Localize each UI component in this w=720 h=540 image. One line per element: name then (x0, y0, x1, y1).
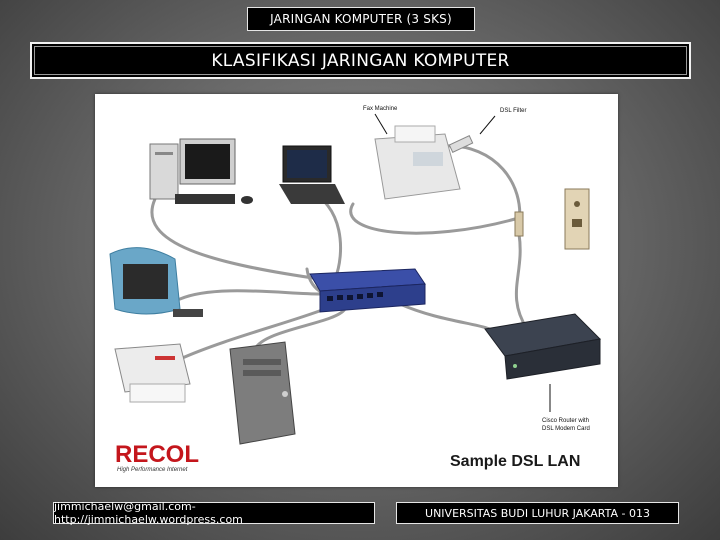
desktop-pc-icon (149, 138, 253, 204)
recol-logo: RECOL High Performance Internet (115, 441, 199, 473)
network-diagram: Fax Machine DSL Filter Cisco Router with… (95, 94, 618, 487)
switch-port (337, 295, 343, 300)
switch-ports (327, 292, 383, 301)
brand-tagline: High Performance Internet (117, 467, 188, 473)
printer-tray (129, 383, 186, 403)
course-label: JARINGAN KOMPUTER (3 SKS) (247, 7, 475, 31)
cable-switch-router (398, 302, 497, 336)
fax-label: Fax Machine (363, 106, 398, 112)
server-body (229, 341, 296, 445)
slide-title: KLASIFIKASI JARINGAN KOMPUTER (211, 50, 510, 71)
imac-screen (123, 264, 168, 299)
label-arrows (374, 113, 551, 412)
fax-arrow (374, 113, 388, 135)
switch-port (377, 292, 383, 297)
laptop-icon (279, 145, 345, 204)
laptop-screen (287, 150, 327, 178)
fax-body (374, 133, 461, 200)
splitter (514, 211, 524, 237)
network-switch-icon (309, 268, 426, 313)
switch-port (347, 295, 353, 300)
cable-imac-switch (178, 289, 322, 301)
imac-icon (109, 247, 203, 317)
footer-institution: UNIVERSITAS BUDI LUHUR JAKARTA - 013 (396, 502, 679, 524)
server-power (282, 391, 288, 397)
server-bay (243, 359, 281, 365)
cisco-router-icon (484, 313, 602, 380)
brand-name: RECOL (115, 441, 199, 468)
pc-mouse (241, 196, 253, 204)
wall-screw-top (574, 201, 580, 207)
dsl-filter-body (448, 135, 474, 153)
printer-icon (114, 343, 191, 403)
cable-tower-switch (253, 307, 347, 351)
switch-port (357, 294, 363, 299)
server-tower-icon (229, 341, 296, 445)
wall-jack-icon (514, 188, 590, 250)
router-label-line2: DSL Modem Card (542, 426, 590, 432)
router-led (513, 364, 517, 368)
switch-port (367, 293, 373, 298)
switch-port (327, 296, 333, 301)
cable-fax-jack (349, 202, 517, 235)
dsl-filter-label: DSL Filter (500, 108, 526, 114)
pc-keyboard (175, 194, 235, 204)
cable-printer-switch (178, 307, 327, 361)
cable-jack-router (514, 232, 529, 331)
fax-paper (394, 125, 436, 143)
wall-socket (572, 219, 582, 227)
cable-pc-switch (150, 197, 322, 281)
slide-title-box: KLASIFIKASI JARINGAN KOMPUTER (30, 42, 691, 79)
laptop-base (279, 184, 345, 204)
footer-contact: jimmichaelw@gmail.com- http://jimmichael… (53, 500, 375, 526)
diagram-caption: Sample DSL LAN (450, 453, 580, 470)
fax-machine-icon (374, 125, 461, 200)
dsl-filter-icon (448, 135, 474, 153)
server-bay (243, 370, 281, 376)
imac-keyboard (173, 309, 203, 317)
printer-light (155, 356, 175, 360)
fax-keypad (413, 152, 443, 166)
diagram-svg: Fax Machine DSL Filter Cisco Router with… (109, 106, 602, 473)
filter-arrow (479, 115, 496, 135)
router-front (504, 338, 601, 380)
pc-drive (155, 152, 173, 155)
router-label-line1: Cisco Router with (542, 418, 589, 424)
pc-screen (185, 144, 230, 179)
